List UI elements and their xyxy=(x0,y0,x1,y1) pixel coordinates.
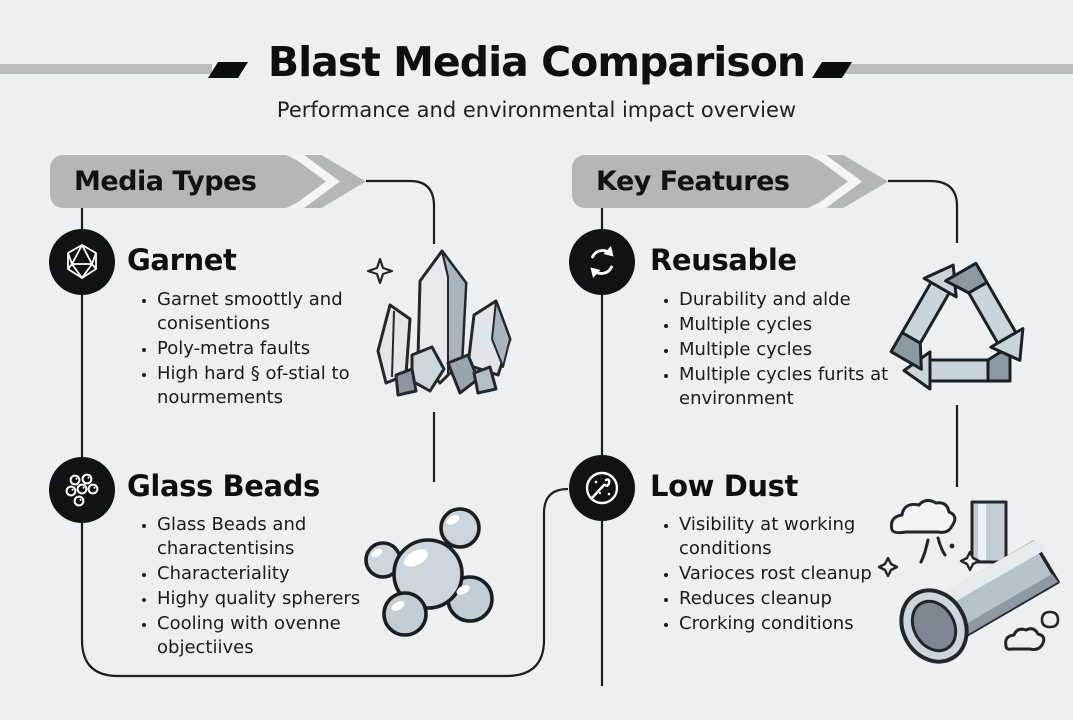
blast-pipe-dust-illustration xyxy=(877,498,1060,664)
title-rule-left xyxy=(0,64,212,74)
banner-key-features: Key Features xyxy=(572,155,912,208)
garnet-bullet-list: Garnet smoottly and conisentions Poly-me… xyxy=(140,288,387,411)
section-title-garnet: Garnet xyxy=(127,243,237,277)
key-features-connector xyxy=(888,179,959,243)
low-dust-bullet-list: Visibility at working conditions Varioce… xyxy=(662,513,904,637)
section-title-glass-beads: Glass Beads xyxy=(127,469,320,503)
title-rule-right xyxy=(845,64,1073,74)
bullet-item: High hard § of-stial to nourmements xyxy=(157,362,387,410)
bullet-item: Visibility at working conditions xyxy=(679,513,904,561)
bullet-item: Glass Beads and charactentisins xyxy=(157,513,387,561)
bullet-item: Multiple cycles xyxy=(679,313,904,337)
page-title: Blast Media Comparison xyxy=(267,38,806,86)
bullet-item: Multiple cycles xyxy=(679,338,904,362)
section-title-low-dust: Low Dust xyxy=(650,469,798,503)
banner-body xyxy=(572,155,802,208)
banner-media-types: Media Types xyxy=(50,155,390,208)
low-dust-circle xyxy=(569,455,635,521)
recycle-cycle-icon xyxy=(590,246,614,278)
bullet-item: Cooling with ovenne objectiives xyxy=(157,612,387,660)
beads-icon xyxy=(65,473,99,507)
bullet-item: Poly-metra faults xyxy=(157,337,387,361)
section-title-reusable: Reusable xyxy=(650,243,797,277)
banner-label: Key Features xyxy=(596,166,790,197)
crystal-cluster-illustration xyxy=(366,249,512,397)
bullet-item: Garnet smoottly and conisentions xyxy=(157,288,387,336)
bullet-item: Crorking conditions xyxy=(679,612,904,636)
recycle-arrows-illustration xyxy=(889,261,1025,391)
bullet-item: Multiple cycles furits at environment xyxy=(679,363,904,411)
media-types-connector xyxy=(366,179,436,244)
left-spine-line xyxy=(80,208,569,678)
bullet-item: Characteriality xyxy=(157,562,387,586)
gem-icon xyxy=(67,244,97,279)
reusable-circle xyxy=(569,229,635,295)
page-subtitle: Performance and environmental impact ove… xyxy=(276,98,797,122)
glass-beads-circle xyxy=(49,457,115,523)
banner-body xyxy=(50,155,280,208)
reusable-bullet-list: Durability and alde Multiple cycles Mult… xyxy=(662,288,904,412)
glass-beads-bullet-list: Glass Beads and charactentisins Characte… xyxy=(140,513,387,661)
glass-bead-bubbles-illustration xyxy=(364,507,494,637)
no-dust-icon xyxy=(585,471,619,505)
garnet-circle xyxy=(49,229,115,295)
bullet-item: Reduces cleanup xyxy=(679,587,904,611)
banner-label: Media Types xyxy=(74,166,257,197)
bullet-item: Durability and alde xyxy=(679,288,904,312)
bullet-item: Highy quality spherers xyxy=(157,587,387,611)
bullet-item: Varioces rost cleanup xyxy=(679,562,904,586)
